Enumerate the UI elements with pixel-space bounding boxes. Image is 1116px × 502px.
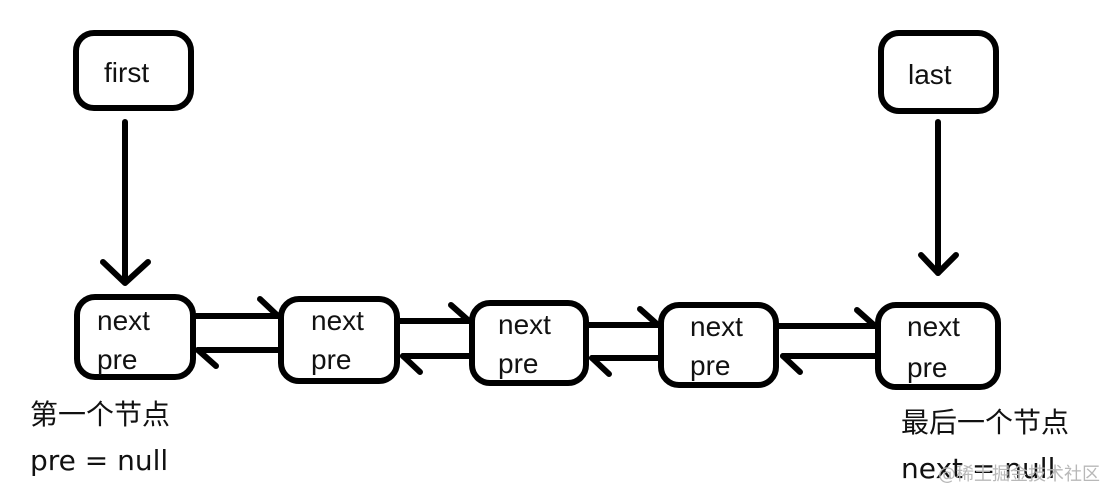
node-1-next-label: next bbox=[97, 305, 150, 336]
node-3-pre-label: pre bbox=[498, 348, 538, 379]
first-pointer-box bbox=[73, 30, 194, 111]
node-3-next-label: next bbox=[498, 309, 551, 340]
node-box-3 bbox=[469, 300, 589, 386]
watermark: @稀土掘金技术社区 bbox=[938, 464, 1100, 485]
node-4-next-label: next bbox=[690, 311, 743, 342]
node-2-next-label: next bbox=[311, 305, 364, 336]
last-pointer-arrow-head bbox=[918, 252, 959, 276]
last-pointer-label: last bbox=[908, 59, 952, 90]
last-node-note: 最后一个节点 bbox=[901, 406, 1069, 439]
first-pointer-label: first bbox=[104, 57, 149, 88]
node-5-pre-label: pre bbox=[907, 352, 947, 383]
pre-arrow-5-4-head bbox=[780, 353, 803, 375]
node-5-next-label: next bbox=[907, 311, 960, 342]
node-box-1 bbox=[74, 294, 196, 380]
pre-arrow-3-2-head bbox=[400, 353, 423, 375]
first-node-note: 第一个节点 bbox=[30, 398, 170, 431]
next-arrow-2-3-head bbox=[448, 302, 472, 324]
next-arrow-3-4-head bbox=[637, 306, 661, 328]
next-arrow-4-5-head bbox=[854, 307, 878, 329]
pre-arrow-2-1-head bbox=[195, 347, 219, 369]
last-pointer-box bbox=[878, 30, 999, 114]
node-box-2 bbox=[278, 296, 400, 384]
node-2-pre-label: pre bbox=[311, 344, 351, 375]
next-arrow-1-2-head bbox=[257, 296, 281, 319]
node-box-5 bbox=[875, 302, 1001, 390]
node-box-4 bbox=[658, 302, 779, 388]
first-pointer-arrow-head bbox=[100, 259, 151, 286]
last-node-next-null: next = null bbox=[901, 452, 1055, 485]
node-1-pre-label: pre bbox=[97, 344, 137, 375]
pre-arrow-4-3-head bbox=[589, 355, 612, 377]
first-node-pre-null: pre = null bbox=[30, 444, 168, 477]
node-4-pre-label: pre bbox=[690, 350, 730, 381]
